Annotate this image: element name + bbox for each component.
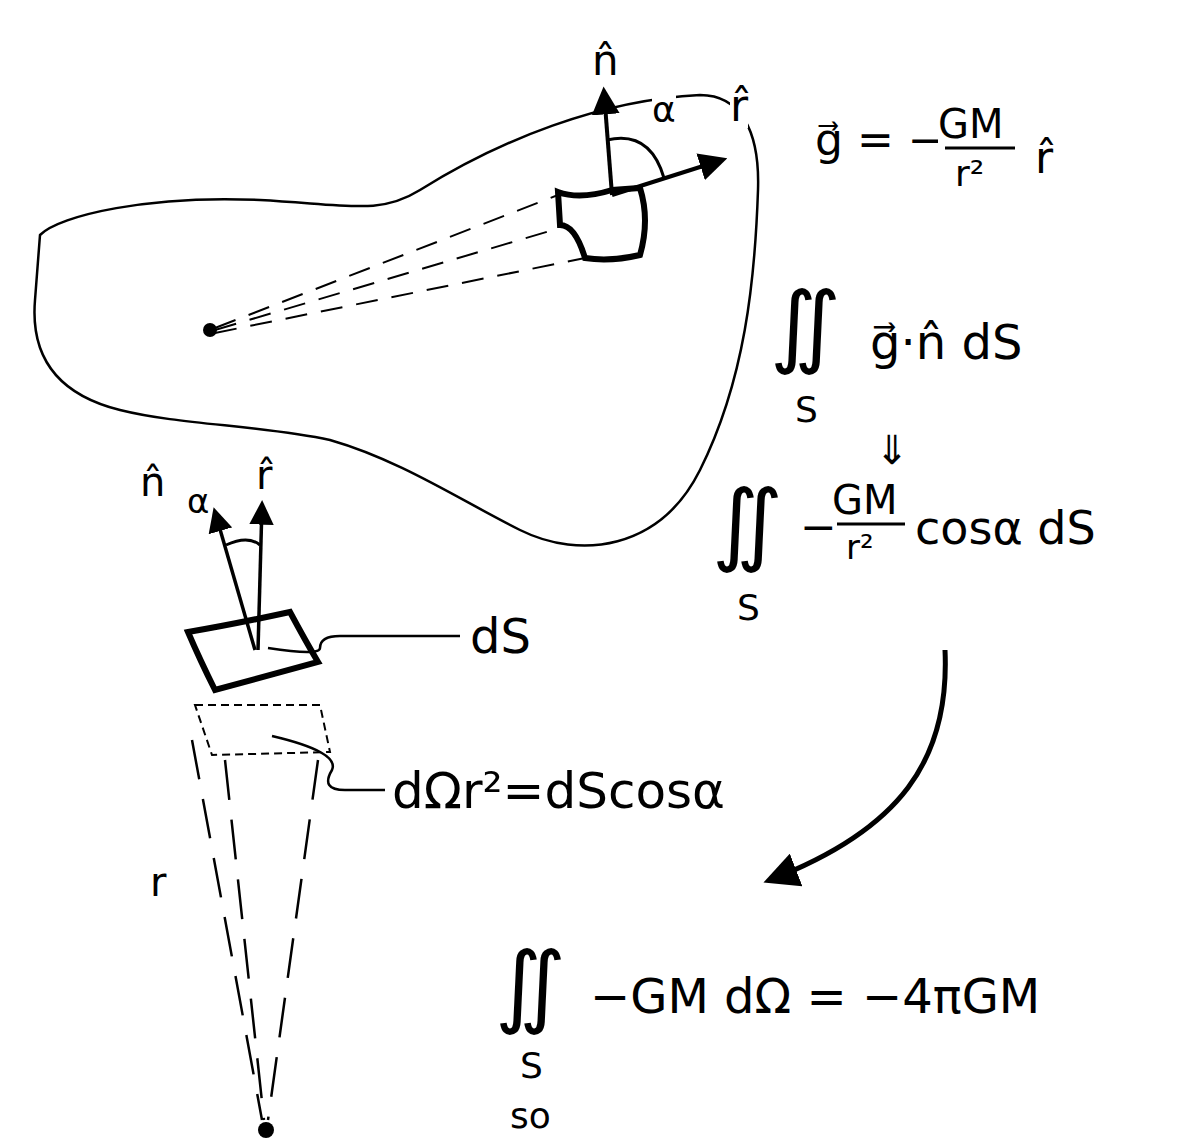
equation-part: −GM dΩ = −4πGM [590,972,1040,1020]
angle-symbol: α [187,484,209,518]
fraction-bar [826,523,905,526]
equation-part: g⃗ = − [815,118,945,162]
equation-part: r² [955,156,984,192]
cone-lines-bottom [192,740,318,1120]
vector-symbol: n̂ [592,40,619,82]
subscript: S [795,392,818,428]
equation-part: GM [938,104,1004,144]
vector-symbol: r̂ [256,455,272,495]
radial-arrow-bottom [258,505,262,650]
radial-arrow-top [612,160,722,195]
angle-arc-bottom [226,540,260,545]
field-point [258,1122,274,1138]
derivation-arrow [770,650,945,880]
mass-region-outline [34,95,758,546]
vector-symbol: r̂ [730,84,748,128]
integral-sign: ∬ [770,280,841,370]
equation-part: cosα dS [915,505,1096,551]
subscript: S [737,590,760,626]
vector-symbol: n̂ [140,462,165,502]
domega-leader [272,736,385,790]
normal-arrow-bottom [215,512,255,650]
integral-sign: ∬ [712,478,783,568]
subscript: S [520,1048,543,1084]
equation-part: dΩr²=dScosα [392,766,725,816]
angle-arc-top [607,138,664,178]
implies-arrow: ⇓ [875,430,909,470]
source-point [203,323,217,337]
vector-symbol: r̂ [1035,136,1053,180]
surface-patch-top [558,188,645,259]
angle-symbol: α [652,92,676,128]
equation-part: GM [832,480,898,520]
integral-sign: ∬ [495,940,566,1030]
equation-part: r² [846,530,874,564]
area-label: dS [470,612,531,660]
normal-arrow-top [604,92,612,195]
equation-part: g⃗·n̂ dS [870,318,1022,366]
note-text: so [510,1098,551,1134]
fraction-bar [934,147,1015,150]
distance-label: r [150,862,166,902]
ds-leader [268,636,460,652]
cone-lines [215,195,585,333]
